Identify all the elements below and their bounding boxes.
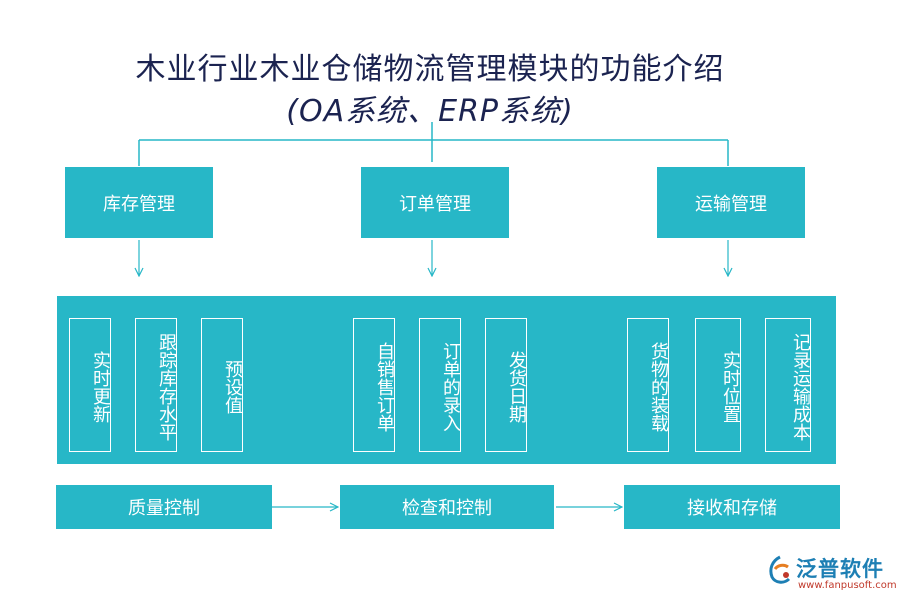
inventory-management-box: 库存管理 [65, 167, 213, 238]
logo-url: www.fanpusoft.com [798, 580, 897, 591]
diagram-title: 木业行业木业仓储物流管理模块的功能介绍 [135, 52, 725, 87]
sub-item-ship-date: 发货日期 [485, 318, 527, 452]
sub-item-track-inventory: 跟踪库存水平 [135, 318, 177, 452]
logo-name: 泛普软件 [796, 557, 884, 581]
diagram-subtitle: (OA系统、ERP系统) [286, 94, 574, 129]
fanpu-logo-icon [769, 555, 791, 584]
sub-item-realtime-location: 实时位置 [695, 318, 741, 452]
order-management-box: 订单管理 [361, 167, 509, 238]
feature-panel [57, 296, 836, 464]
sub-item-order-entry: 订单的录入 [419, 318, 461, 452]
quality-control-box: 质量控制 [56, 485, 272, 529]
inspection-control-box: 检查和控制 [340, 485, 554, 529]
sub-item-sales-order: 自销售订单 [353, 318, 395, 452]
sub-item-realtime-update: 实时更新 [69, 318, 111, 452]
sub-item-cargo-loading: 货物的装载 [627, 318, 669, 452]
sub-item-preset-value: 预设值 [201, 318, 243, 452]
receiving-storage-box: 接收和存储 [624, 485, 840, 529]
transport-management-box: 运输管理 [657, 167, 805, 238]
sub-item-transport-cost: 记录运输成本 [765, 318, 811, 452]
